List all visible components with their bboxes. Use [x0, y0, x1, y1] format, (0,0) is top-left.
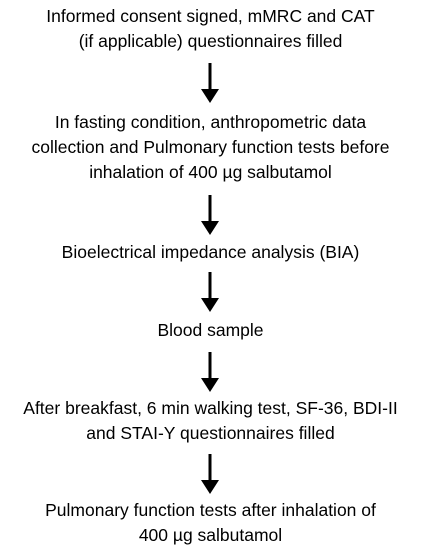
down-arrow-icon	[201, 272, 219, 312]
step-fasting-measurements: In fasting condition, anthropometric dat…	[0, 110, 421, 185]
step-text-line: Blood sample	[157, 320, 264, 340]
down-arrow-icon	[201, 352, 219, 392]
step-text-line: Informed consent signed, mMRC and CAT	[46, 6, 375, 26]
step-text-line: Pulmonary function tests after inhalatio…	[45, 500, 376, 520]
step-text-line: 400 µg salbutamol	[138, 525, 283, 545]
step-text-line: In fasting condition, anthropometric dat…	[54, 112, 367, 132]
down-arrow-icon	[201, 454, 219, 494]
step-text-line: Bioelectrical impedance analysis (BIA)	[61, 242, 360, 262]
step-text-line: After breakfast, 6 min walking test, SF-…	[23, 398, 398, 418]
step-bia: Bioelectrical impedance analysis (BIA)	[0, 240, 421, 265]
step-post-salbutamol-pft: Pulmonary function tests after inhalatio…	[0, 498, 421, 548]
step-after-breakfast-tests: After breakfast, 6 min walking test, SF-…	[0, 396, 421, 446]
step-text-line: collection and Pulmonary function tests …	[31, 137, 390, 157]
step-text-line: inhalation of 400 µg salbutamol	[89, 162, 332, 182]
step-text-line: (if applicable) questionnaires filled	[78, 31, 343, 51]
down-arrow-icon	[201, 63, 219, 103]
step-informed-consent: Informed consent signed, mMRC and CAT (i…	[0, 4, 421, 54]
step-blood-sample: Blood sample	[0, 318, 421, 343]
step-text-line: and STAI-Y questionnaires filled	[86, 423, 335, 443]
down-arrow-icon	[201, 195, 219, 235]
